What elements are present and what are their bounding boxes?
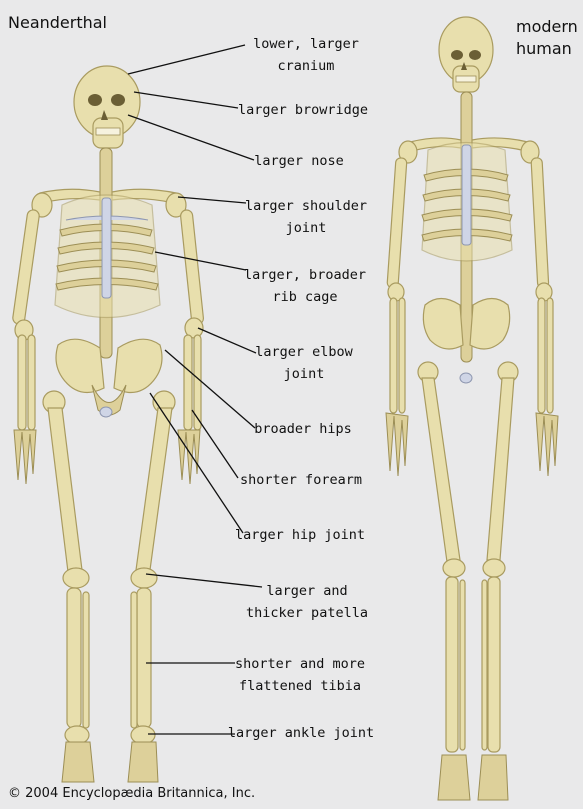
label-forearm: shorter forearm — [240, 469, 362, 491]
title-modern-line1: modern — [516, 16, 583, 38]
pointer-patella — [146, 574, 262, 587]
label-ribcage: larger, broader rib cage — [244, 264, 366, 308]
label-browridge: larger browridge — [238, 99, 368, 121]
pointer-browridge — [134, 92, 238, 108]
title-neanderthal: Neanderthal — [8, 13, 107, 32]
label-hipjoint: larger hip joint — [235, 524, 365, 546]
pointer-shoulder — [178, 197, 246, 203]
label-hips: broader hips — [254, 418, 352, 440]
neanderthal-ribcage — [55, 195, 160, 318]
modern-ribcage — [422, 143, 512, 262]
pointer-ribcage — [155, 252, 246, 270]
modern-skull — [439, 17, 493, 92]
pointer-nose — [128, 115, 254, 160]
label-cranium: lower, larger cranium — [253, 33, 359, 77]
title-modern-line2: human — [516, 38, 583, 60]
pointer-hips — [165, 350, 255, 428]
label-tibia: shorter and more flattened tibia — [235, 653, 365, 697]
label-shoulder: larger shoulder joint — [245, 195, 367, 239]
copyright-notice: © 2004 Encyclopædia Britannica, Inc. — [8, 786, 255, 801]
pointer-elbow — [198, 328, 256, 353]
neanderthal-legs — [43, 391, 175, 782]
title-modern-human: modern human — [516, 16, 583, 60]
modern-legs — [418, 362, 518, 800]
neanderthal-skeleton — [12, 66, 204, 782]
neanderthal-skull — [74, 66, 140, 148]
pointer-cranium — [128, 45, 245, 74]
modern-human-skeleton — [386, 17, 558, 800]
label-nose: larger nose — [254, 150, 343, 172]
label-patella: larger and thicker patella — [246, 580, 368, 624]
label-elbow: larger elbow joint — [255, 341, 353, 385]
label-ankle: larger ankle joint — [228, 722, 374, 744]
